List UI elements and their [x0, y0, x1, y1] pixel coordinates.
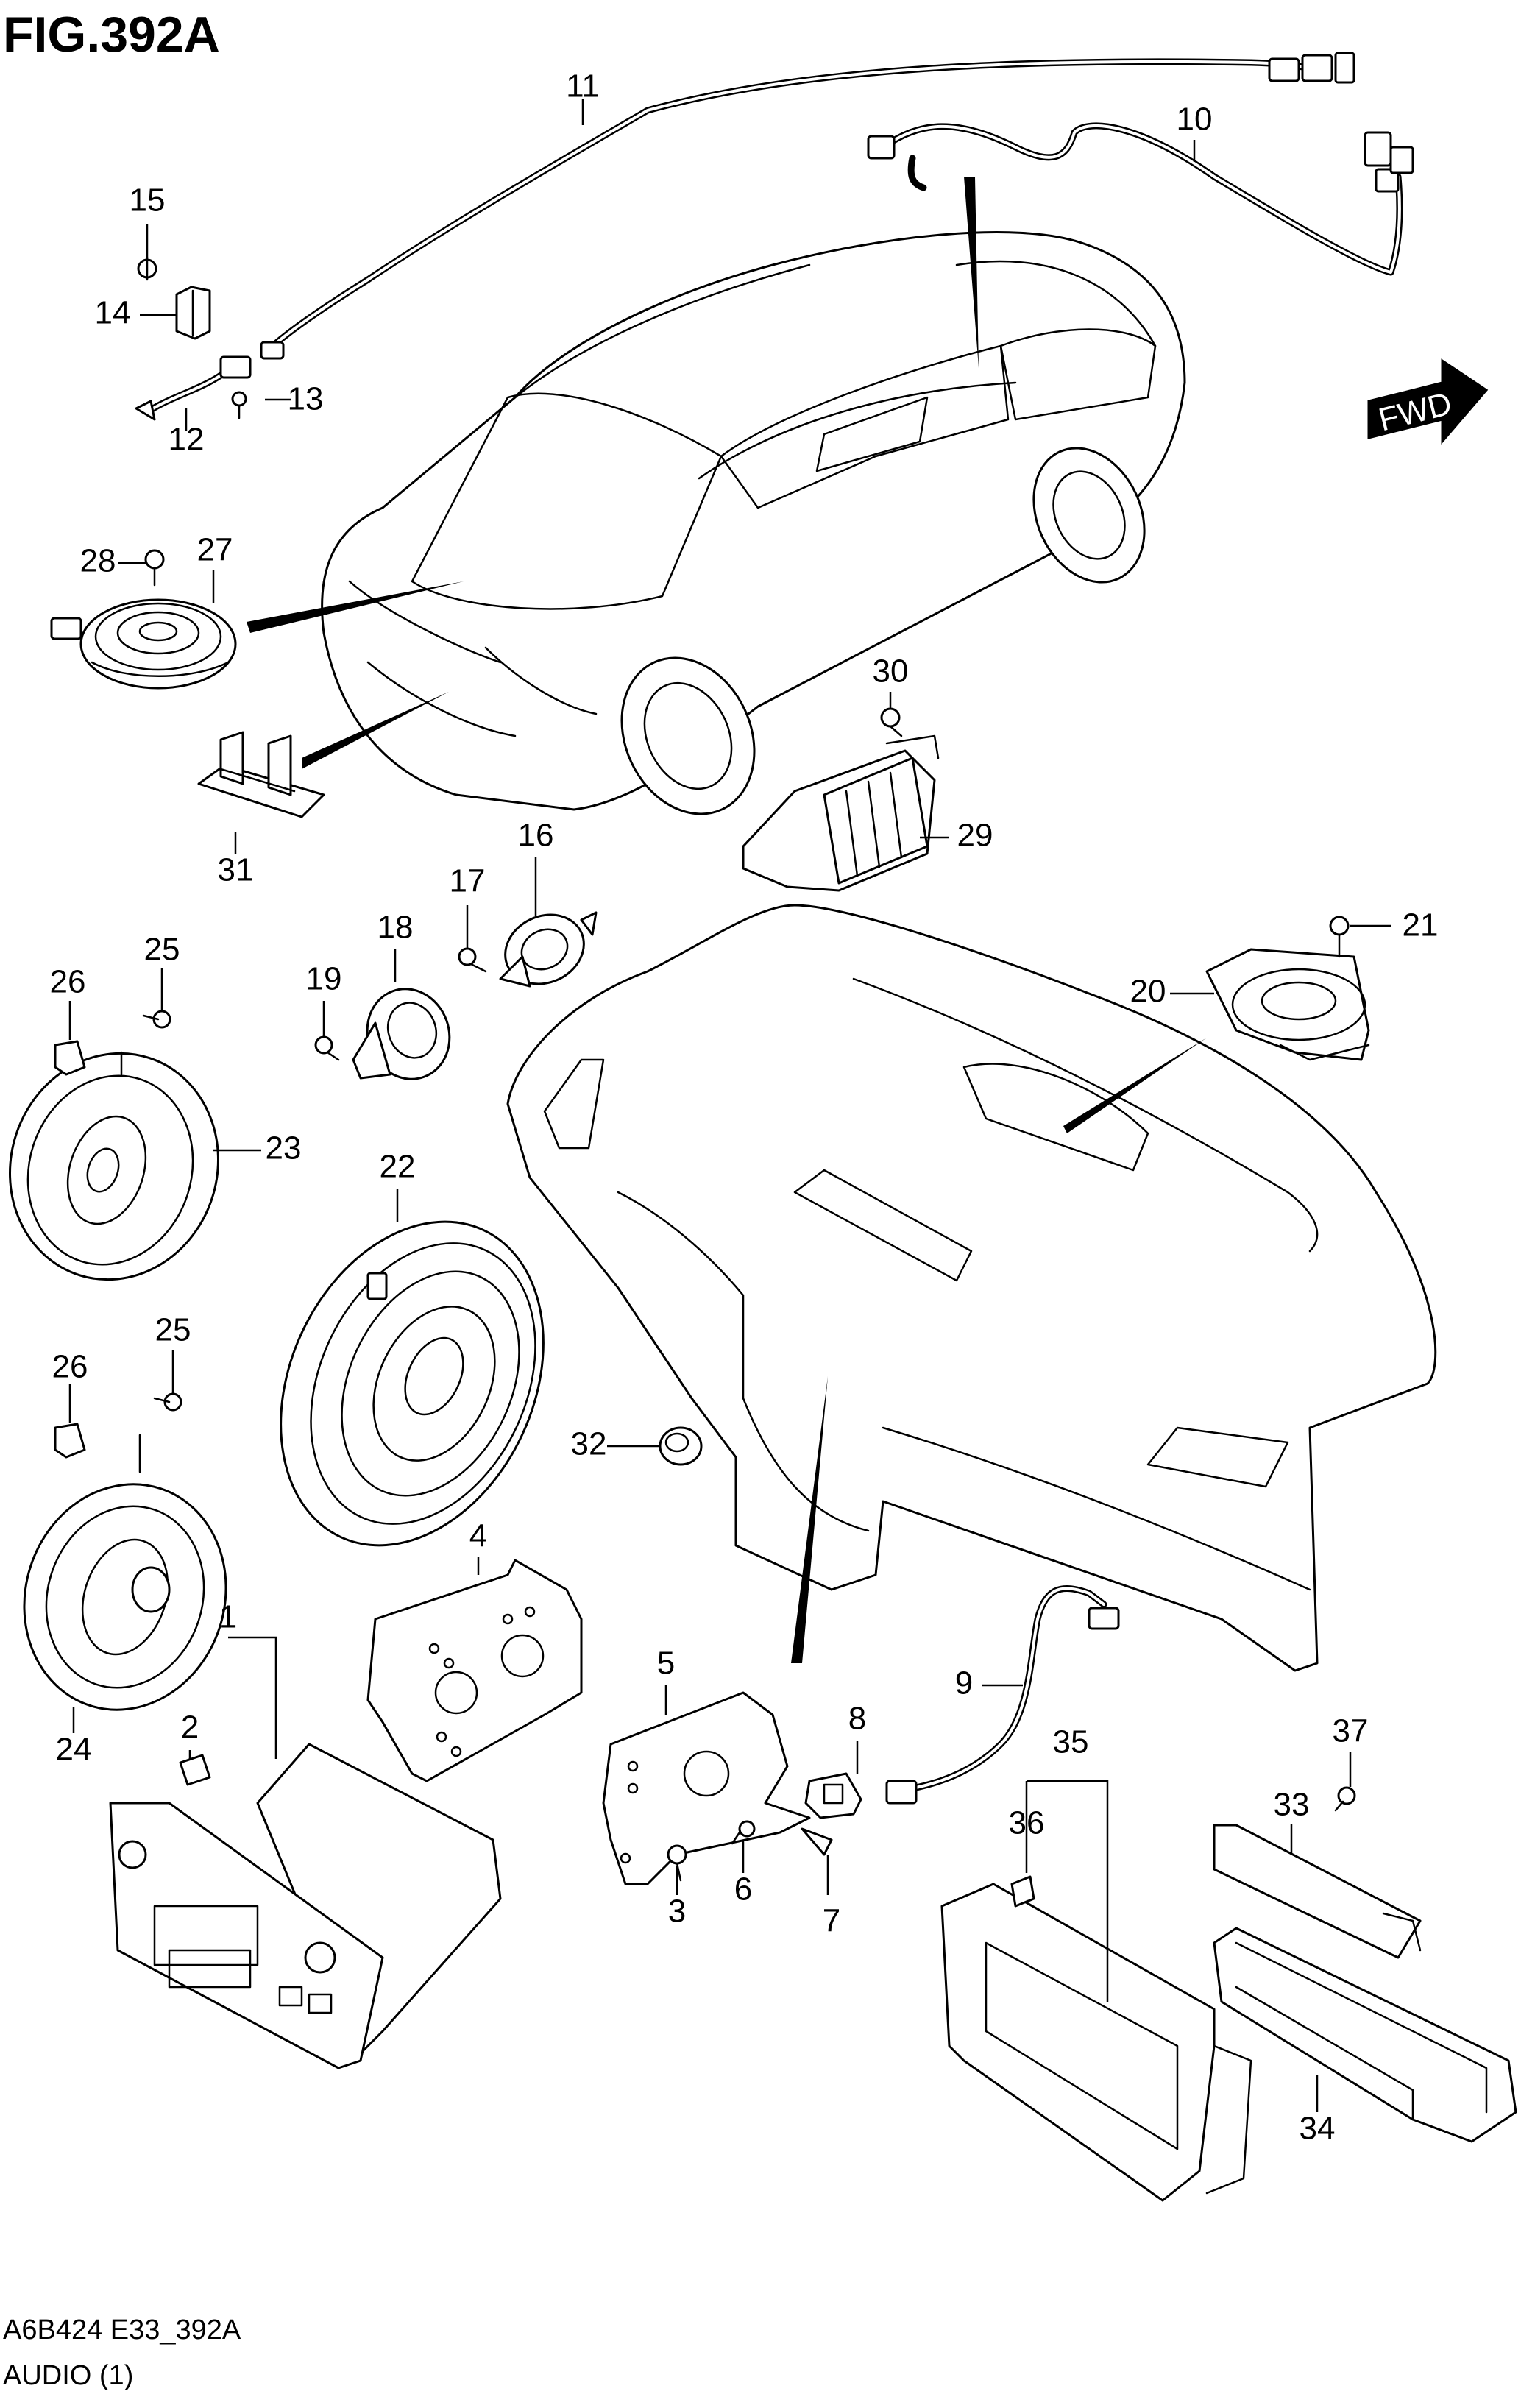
callout-9: 9 — [955, 1665, 973, 1701]
callout-25b: 25 — [155, 1312, 191, 1348]
part-27-rear-speaker — [50, 598, 237, 690]
part-15-screw — [137, 256, 157, 281]
callout-20: 20 — [1130, 974, 1166, 1010]
callout-23: 23 — [266, 1130, 302, 1166]
callout-26a: 26 — [50, 964, 86, 1000]
part-7-clip — [801, 1827, 833, 1856]
leader-lines — [68, 99, 1391, 2112]
part-31-bracket — [197, 731, 325, 818]
pointer-rear-speaker — [247, 581, 464, 633]
figure-title: FIG.392A — [3, 7, 220, 63]
fwd-arrow-icon: FWD — [1367, 358, 1489, 445]
callout-29: 29 — [957, 818, 993, 854]
part-5-bracket — [602, 1691, 811, 1885]
callout-10: 10 — [1177, 102, 1213, 138]
part-26b-clip — [54, 1423, 86, 1459]
pointer-head-unit — [791, 1376, 828, 1663]
part-22-woofer — [280, 1220, 545, 1547]
callout-14: 14 — [95, 295, 131, 331]
callout-37: 37 — [1333, 1713, 1369, 1749]
part-32-cap — [659, 1426, 703, 1466]
callout-32: 32 — [571, 1426, 607, 1462]
part-35-bezel — [940, 1883, 1252, 2202]
callout-19: 19 — [306, 961, 342, 997]
part-30-screw — [880, 707, 903, 737]
callout-16: 16 — [518, 818, 554, 854]
part-29-amplifier — [742, 734, 940, 892]
instrument-panel — [506, 904, 1437, 1672]
part-28-screw — [144, 549, 165, 587]
callout-30: 30 — [873, 654, 909, 690]
part-16-tweeter — [499, 911, 598, 988]
callout-34: 34 — [1300, 2111, 1336, 2147]
callout-13: 13 — [288, 381, 324, 417]
callout-28: 28 — [80, 543, 116, 579]
callout-8: 8 — [848, 1701, 866, 1737]
part-37-screw — [1334, 1786, 1356, 1812]
callout-6: 6 — [734, 1871, 752, 1908]
callout-26b: 26 — [52, 1349, 88, 1385]
part-19-screw — [314, 1035, 340, 1061]
part-6-screw — [731, 1820, 756, 1845]
part-25b-screw — [153, 1392, 182, 1412]
callout-7: 7 — [823, 1903, 840, 1939]
part-12-cable — [135, 355, 252, 421]
part-11-antenna-cable — [260, 52, 1355, 360]
pointer-bracket-31 — [302, 692, 449, 769]
callout-24: 24 — [56, 1732, 92, 1768]
callout-15: 15 — [130, 183, 166, 219]
callout-31: 31 — [218, 852, 254, 888]
callout-22: 22 — [380, 1149, 416, 1185]
part-18-tweeter — [352, 988, 451, 1080]
part-4-bracket — [366, 1559, 583, 1782]
part-21-screw — [1329, 916, 1350, 958]
figure-code: A6B424 E33_392A — [3, 2315, 241, 2345]
pointer-center-speaker — [1063, 1038, 1207, 1133]
callout-5: 5 — [657, 1646, 675, 1682]
part-36-clip — [1010, 1875, 1035, 1908]
part-10-audio-harness — [867, 122, 1414, 276]
callout-36: 36 — [1009, 1805, 1045, 1841]
part-24-door-speaker — [23, 1434, 227, 1711]
callout-3: 3 — [668, 1894, 686, 1930]
part-13-screw — [231, 391, 247, 419]
callout-2: 2 — [181, 1710, 199, 1746]
part-33-pocket-lid — [1213, 1824, 1422, 1959]
part-9-cable — [885, 1584, 1120, 1805]
part-20-center-speaker — [1205, 948, 1370, 1061]
callout-33: 33 — [1274, 1787, 1310, 1823]
figure-section: AUDIO (1) — [3, 2360, 133, 2391]
callout-12: 12 — [169, 422, 205, 458]
part-1-head-unit — [109, 1743, 502, 2069]
callout-11: 11 — [566, 68, 600, 105]
part-2-clip — [179, 1754, 211, 1786]
callout-4: 4 — [469, 1518, 487, 1554]
callout-35: 35 — [1053, 1724, 1089, 1760]
callout-18: 18 — [377, 910, 414, 946]
callout-1: 1 — [219, 1599, 237, 1635]
part-34-pocket — [1213, 1927, 1517, 2143]
part-26-clip — [54, 1040, 86, 1076]
callout-17: 17 — [450, 863, 486, 899]
part-8-socket — [804, 1772, 862, 1819]
part-17-screw — [458, 947, 487, 973]
callout-27: 27 — [197, 532, 233, 568]
part-23-door-speaker — [8, 1051, 220, 1281]
vehicle-outline — [321, 231, 1186, 815]
pointer-harness — [964, 177, 979, 368]
part-14-bracket — [175, 286, 211, 340]
callout-25a: 25 — [144, 932, 180, 968]
callout-21: 21 — [1403, 907, 1439, 943]
part-25-screw — [142, 1010, 171, 1029]
